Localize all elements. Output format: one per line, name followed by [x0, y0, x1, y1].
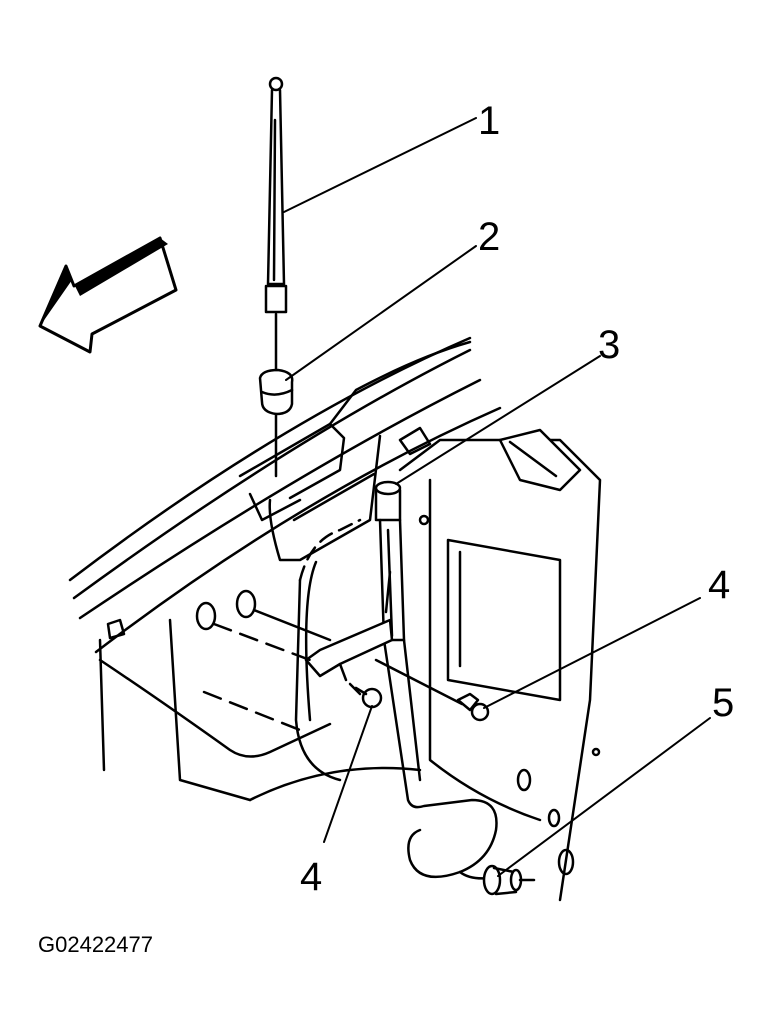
callout-1: 1 [478, 99, 500, 143]
mounting-bolt-upper [374, 658, 490, 722]
callout-4-upper: 4 [708, 563, 730, 607]
callout-4-lower: 4 [300, 855, 322, 899]
callout-5: 5 [712, 681, 734, 725]
callout-2: 2 [478, 215, 500, 259]
antenna-mast [264, 76, 288, 374]
figure-id: G02422477 [38, 932, 153, 957]
antenna-cable-connector [482, 864, 536, 896]
callout-leader-lines [283, 117, 711, 877]
rear-mounting-panel [398, 426, 602, 902]
inner-fender-bracket [168, 434, 422, 802]
fender-panel [68, 336, 502, 772]
callout-3: 3 [598, 323, 620, 367]
mounting-bolt-lower [348, 682, 383, 709]
antenna-motor-tube [374, 480, 498, 880]
antenna-mounting-bracket [195, 570, 394, 732]
antenna-bezel-nut [258, 368, 294, 478]
direction-arrow-icon [38, 236, 178, 354]
